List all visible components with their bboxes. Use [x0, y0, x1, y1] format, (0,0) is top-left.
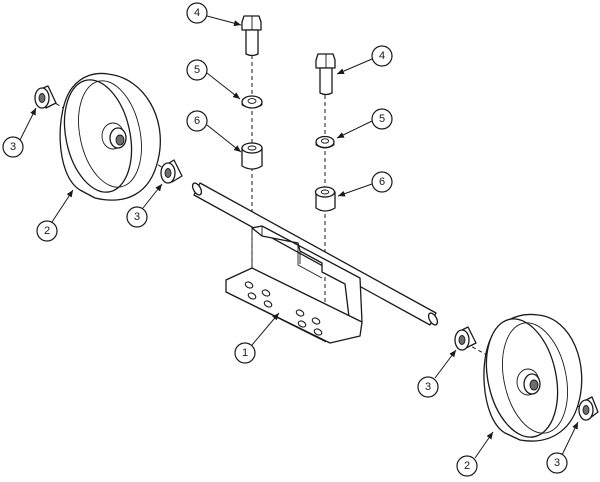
washer-right	[315, 135, 335, 149]
callout-bolt-right: 4	[371, 45, 393, 67]
callout-washer-right: 5	[371, 108, 393, 130]
svg-text:3: 3	[425, 381, 431, 393]
svg-text:1: 1	[242, 347, 248, 359]
collar-right-inner	[454, 326, 477, 351]
callout-collar-right-outer: 3	[546, 452, 568, 474]
callout-bubbles: 4 4 5 5 6 6 3 3	[2, 2, 568, 477]
callout-washer-left: 5	[186, 59, 208, 81]
svg-text:6: 6	[379, 176, 385, 188]
bolt-left	[241, 15, 262, 57]
svg-text:4: 4	[194, 7, 200, 19]
callout-wheel-left: 2	[36, 220, 58, 242]
svg-text:2: 2	[464, 460, 470, 472]
svg-text:3: 3	[134, 211, 140, 223]
callout-spacer-left: 6	[186, 110, 208, 132]
svg-text:4: 4	[379, 50, 385, 62]
svg-text:3: 3	[10, 141, 16, 153]
svg-text:3: 3	[554, 457, 560, 469]
wheel-left	[59, 72, 161, 201]
washer-left	[241, 95, 263, 109]
spacer-left	[241, 142, 263, 170]
callout-bracket: 1	[234, 342, 256, 364]
collar-left-outer	[34, 85, 57, 109]
svg-text:6: 6	[194, 115, 200, 127]
spacer-right	[314, 186, 336, 212]
collar-left-inner	[160, 159, 183, 184]
svg-text:5: 5	[379, 113, 385, 125]
callout-collar-right-inner: 3	[417, 376, 439, 398]
mounting-bracket	[225, 225, 363, 344]
collar-right-outer	[578, 396, 599, 421]
callout-collar-left-outer: 3	[2, 136, 24, 158]
wheel-right	[483, 313, 583, 442]
leader-lines	[19, 15, 579, 459]
callout-collar-left-inner: 3	[126, 206, 148, 228]
svg-text:5: 5	[194, 64, 200, 76]
svg-text:2: 2	[44, 225, 50, 237]
callout-wheel-right: 2	[456, 455, 478, 477]
callout-bolt-left: 4	[186, 2, 208, 24]
callout-spacer-right: 6	[371, 171, 393, 193]
bolt-right	[315, 53, 336, 96]
